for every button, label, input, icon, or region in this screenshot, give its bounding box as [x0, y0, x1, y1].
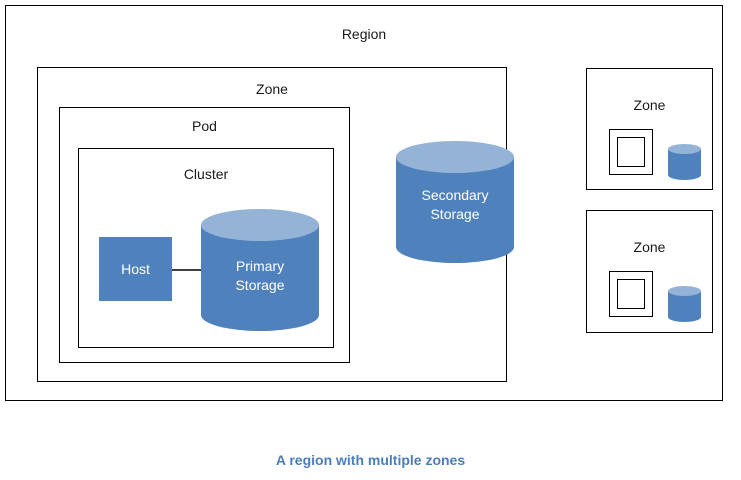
host-shape: Host [99, 237, 172, 301]
cluster-container: Cluster Host Primary Storage [78, 148, 334, 348]
mini-storage-cylinder-2 [668, 286, 701, 322]
cluster-label: Cluster [183, 166, 229, 182]
zone-secondary-2-label: Zone [633, 239, 666, 255]
cylinder-top [201, 209, 319, 241]
region-label: Region [341, 26, 387, 42]
primary-storage-label-line1: Primary [235, 258, 285, 274]
pod-label: Pod [192, 118, 217, 134]
host-to-primary-storage-connector [172, 269, 202, 271]
zone-main-container: Zone Pod Cluster Host [37, 67, 514, 382]
primary-storage-cylinder: Primary Storage [201, 209, 319, 331]
secondary-storage-label-line1: Secondary [421, 187, 489, 203]
mini-cluster-shape-2 [617, 279, 645, 309]
mini-cluster-shape-1 [617, 137, 645, 167]
cylinder-bottom [668, 312, 701, 322]
zone-secondary-1-label: Zone [633, 97, 666, 113]
zone-secondary-2-container: Zone [586, 210, 713, 333]
cylinder-bottom [668, 170, 701, 180]
zone-main-label: Zone [256, 81, 288, 97]
mini-pod-shape-2 [609, 271, 653, 317]
host-label: Host [121, 261, 150, 277]
cylinder-top [396, 141, 514, 173]
pod-container: Pod Cluster Host [59, 107, 350, 363]
zone-secondary-1-container: Zone [586, 68, 713, 190]
secondary-storage-label-line2: Storage [430, 206, 480, 222]
diagram-caption: A region with multiple zones [275, 452, 466, 468]
secondary-storage-cylinder: Secondary Storage [396, 141, 514, 263]
mini-pod-shape-1 [609, 129, 653, 175]
primary-storage-label: Primary Storage [201, 257, 319, 295]
region-container: Region Zone Pod Cluster Host [5, 5, 723, 401]
cylinder-top [668, 286, 701, 296]
secondary-storage-label: Secondary Storage [396, 186, 514, 224]
primary-storage-label-line2: Storage [235, 277, 285, 293]
mini-storage-cylinder-1 [668, 144, 701, 180]
cylinder-top [668, 144, 701, 154]
